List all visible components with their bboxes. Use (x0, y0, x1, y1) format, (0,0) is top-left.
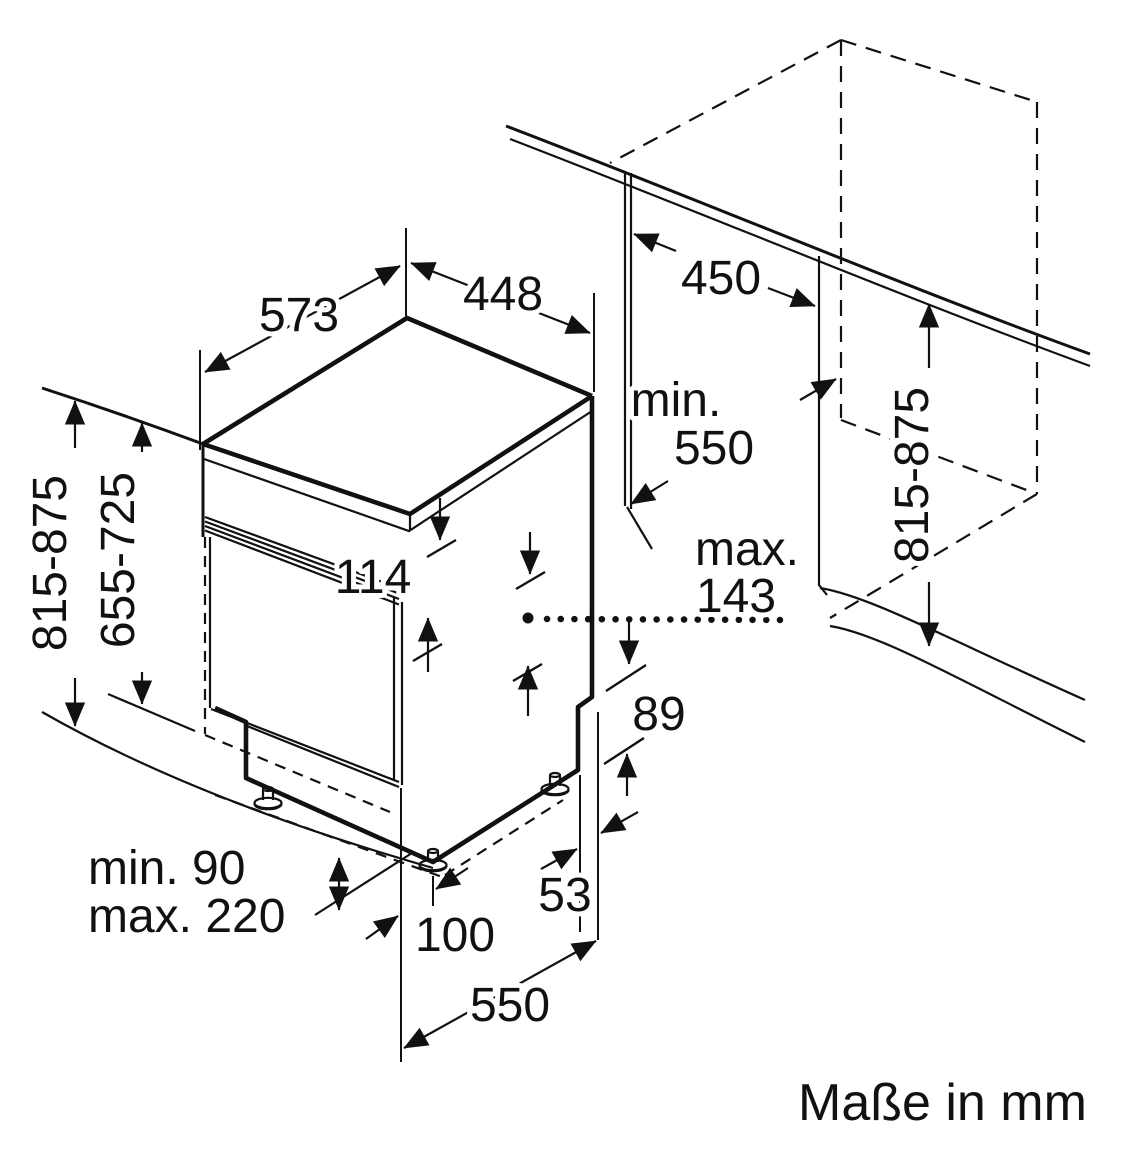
dim-550-label: 550 (470, 979, 550, 1032)
dim-plinth-max-label: max. 220 (88, 890, 285, 943)
countertop-left-edge (41, 386, 204, 446)
dim-height-right-label: 815-875 (886, 387, 939, 563)
dim-100-arrow-left (365, 915, 399, 940)
niche-right-wall-front-edge (817, 256, 828, 596)
foot-side-rear (540, 771, 570, 797)
dim-front-height-label: 655-725 (92, 472, 145, 648)
top-face-back-edges (201, 315, 593, 446)
top-band-lower-edge (203, 410, 593, 533)
niche-walls (623, 171, 828, 596)
countertop-right-top-edge (505, 124, 1091, 356)
strip-line-3 (204, 524, 400, 601)
units-note: Maße in mm (798, 1074, 1087, 1132)
dim-450-arrow-right (767, 286, 816, 308)
furniture-front-bottom-edge (107, 692, 196, 733)
door-bottom-edge (210, 707, 400, 784)
dim-niche-depth-value: 550 (674, 422, 754, 475)
dim-114-label: 114 (335, 551, 412, 604)
door-bottom-edge-2 (246, 724, 400, 789)
dim-height-left-label: 815-875 (24, 475, 77, 651)
dim-protrusion-value: 143 (696, 570, 776, 623)
plinth-hidden-bottom-edge (214, 793, 446, 880)
niche-box-top-left-edge (609, 39, 842, 164)
plinth-reference-line (314, 852, 413, 916)
dim-100-label: 100 (415, 909, 495, 962)
plinth-hidden-side-edge (444, 799, 564, 876)
body-base-outline (214, 396, 595, 865)
dim-550-line (403, 940, 597, 1049)
niche-box-bottom-back-edge (840, 418, 1038, 496)
countertop-right-bottom-edge (509, 137, 1091, 368)
floor-right-lower-edge (829, 624, 1086, 743)
dim-niche-depth-arrow-left (630, 480, 669, 505)
dimension-arrows (64, 232, 940, 1049)
floor-right-upper-edge (819, 586, 1086, 702)
strip-line-4 (204, 529, 400, 606)
dim-53-label: 53 (538, 869, 591, 922)
dim-niche-depth-arrow-right (799, 378, 837, 401)
dim-plinth-min-label: min. 90 (88, 842, 245, 895)
dim-53-arrow-right (600, 811, 639, 834)
dimension-labels: 573 448 450 min. 550 max. 143 815-875 65… (19, 247, 1087, 1132)
door-protrusion-dotted-line (522, 612, 796, 624)
dim-53-arrow-left (540, 848, 578, 870)
strip-line-2 (204, 520, 400, 595)
plinth-hidden-top-edge (204, 733, 391, 814)
dim-450-label: 450 (681, 252, 761, 305)
dim-protrusion-word: max. (695, 523, 799, 576)
foot-front-left (253, 785, 283, 811)
extension-lines (199, 228, 599, 1062)
dim-niche-depth-word: min. (631, 374, 722, 427)
dim-448-label: 448 (463, 268, 543, 321)
dim-100-arrow-right (435, 867, 469, 890)
niche-left-wall-bottom-edge (626, 506, 653, 550)
strip-line-1 (204, 515, 400, 590)
countertop-lines (41, 124, 1091, 446)
dim-448-line (410, 261, 591, 335)
pivot-point-dot (522, 612, 534, 624)
control-panel-strip (204, 515, 400, 606)
dim-573-label: 573 (259, 289, 339, 342)
adjustable-feet (253, 771, 570, 873)
niche-clearance-dashed-box (609, 38, 1039, 619)
top-face-front-edges (202, 394, 594, 517)
dim-573-line (204, 265, 401, 373)
dotted-line (543, 615, 796, 624)
niche-box-bottom-front-edge (829, 493, 1038, 619)
foot-front-right (418, 847, 448, 873)
niche-box-top-right-edge (840, 38, 1038, 104)
dishwasher-outline (201, 315, 595, 880)
dim-450-arrow-left (633, 232, 677, 253)
dim-89-label: 89 (632, 688, 685, 741)
